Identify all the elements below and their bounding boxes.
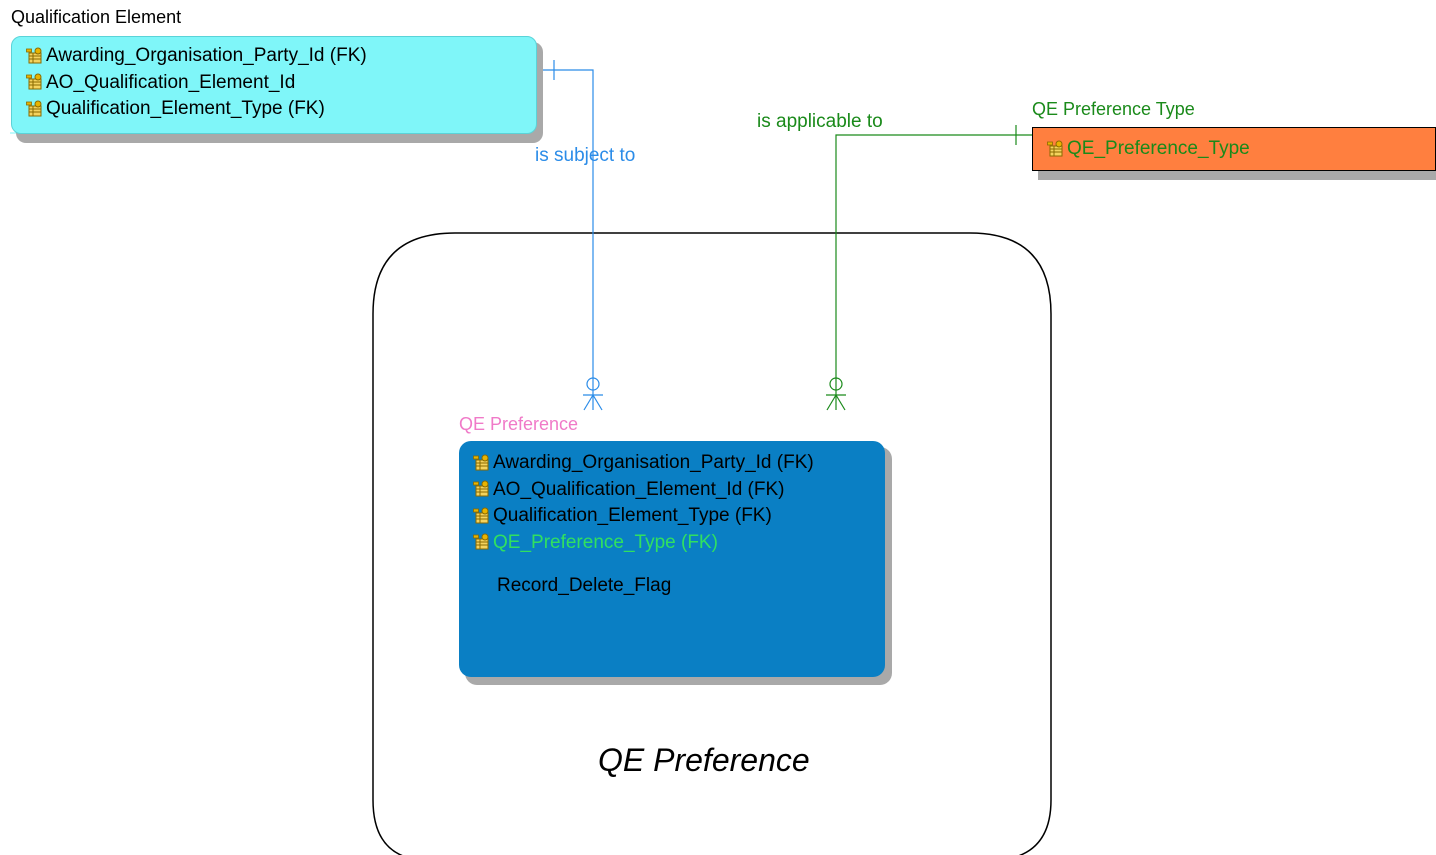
key-icon bbox=[473, 533, 492, 552]
qe-preference-type-entity[interactable]: QE_Preference_Type bbox=[1032, 127, 1436, 171]
attribute-label: AO_Qualification_Element_Id (FK) bbox=[493, 478, 785, 500]
key-icon bbox=[26, 47, 45, 66]
rel-label-is-applicable-to: is applicable to bbox=[757, 111, 883, 132]
attribute-label: Qualification_Element_Type (FK) bbox=[46, 98, 325, 120]
rel-label-is-subject-to: is subject to bbox=[535, 145, 636, 166]
key-icon bbox=[26, 100, 45, 119]
qe-preference-nonkey-attributes: Record_Delete_Flag bbox=[497, 573, 671, 600]
key-icon bbox=[1047, 140, 1066, 159]
entity-attribute[interactable]: Awarding_Organisation_Party_Id (FK) bbox=[473, 450, 814, 477]
qe-preference-title: QE Preference bbox=[459, 414, 579, 434]
attribute-label: AO_Qualification_Element_Id bbox=[46, 71, 296, 93]
qe-preference-type-attributes: QE_Preference_Type bbox=[1047, 136, 1250, 163]
qe-preference-key-attributes: Awarding_Organisation_Party_Id (FK) AO_Q… bbox=[473, 450, 814, 556]
attribute-label: Qualification_Element_Type (FK) bbox=[493, 505, 772, 527]
relationship-is-subject-to bbox=[537, 60, 603, 411]
entity-attribute[interactable]: Qualification_Element_Type (FK) bbox=[26, 96, 367, 123]
entity-attribute[interactable]: AO_Qualification_Element_Id bbox=[26, 70, 367, 97]
key-icon bbox=[473, 480, 492, 499]
entity-attribute[interactable]: Qualification_Element_Type (FK) bbox=[473, 503, 814, 530]
attribute-label: QE_Preference_Type bbox=[1067, 138, 1250, 160]
entity-attribute[interactable]: Record_Delete_Flag bbox=[497, 573, 671, 600]
key-icon bbox=[26, 73, 45, 92]
subject-area-caption: QE Preference bbox=[598, 742, 810, 778]
entity-attribute[interactable]: AO_Qualification_Element_Id (FK) bbox=[473, 477, 814, 504]
qe-preference-type-title: QE Preference Type bbox=[1032, 99, 1195, 119]
attribute-label: Awarding_Organisation_Party_Id (FK) bbox=[493, 452, 814, 474]
entity-attribute[interactable]: Awarding_Organisation_Party_Id (FK) bbox=[26, 43, 367, 70]
qualification-element-entity[interactable]: Awarding_Organisation_Party_Id (FK) AO_Q… bbox=[11, 36, 537, 134]
relationship-is-applicable-to bbox=[826, 125, 1032, 411]
subject-area-frame bbox=[372, 232, 1052, 855]
key-icon bbox=[473, 454, 492, 473]
entity-attribute[interactable]: QE_Preference_Type bbox=[1047, 136, 1250, 163]
attribute-label: QE_Preference_Type (FK) bbox=[493, 531, 718, 553]
attribute-label: Record_Delete_Flag bbox=[497, 575, 672, 597]
entity-attribute[interactable]: QE_Preference_Type (FK) bbox=[473, 530, 814, 557]
qualification-element-attributes: Awarding_Organisation_Party_Id (FK) AO_Q… bbox=[26, 43, 367, 123]
attribute-label: Awarding_Organisation_Party_Id (FK) bbox=[46, 45, 367, 67]
qe-preference-entity[interactable]: Awarding_Organisation_Party_Id (FK) AO_Q… bbox=[459, 441, 885, 677]
qualification-element-title: Qualification Element bbox=[11, 7, 182, 27]
key-icon bbox=[473, 507, 492, 526]
